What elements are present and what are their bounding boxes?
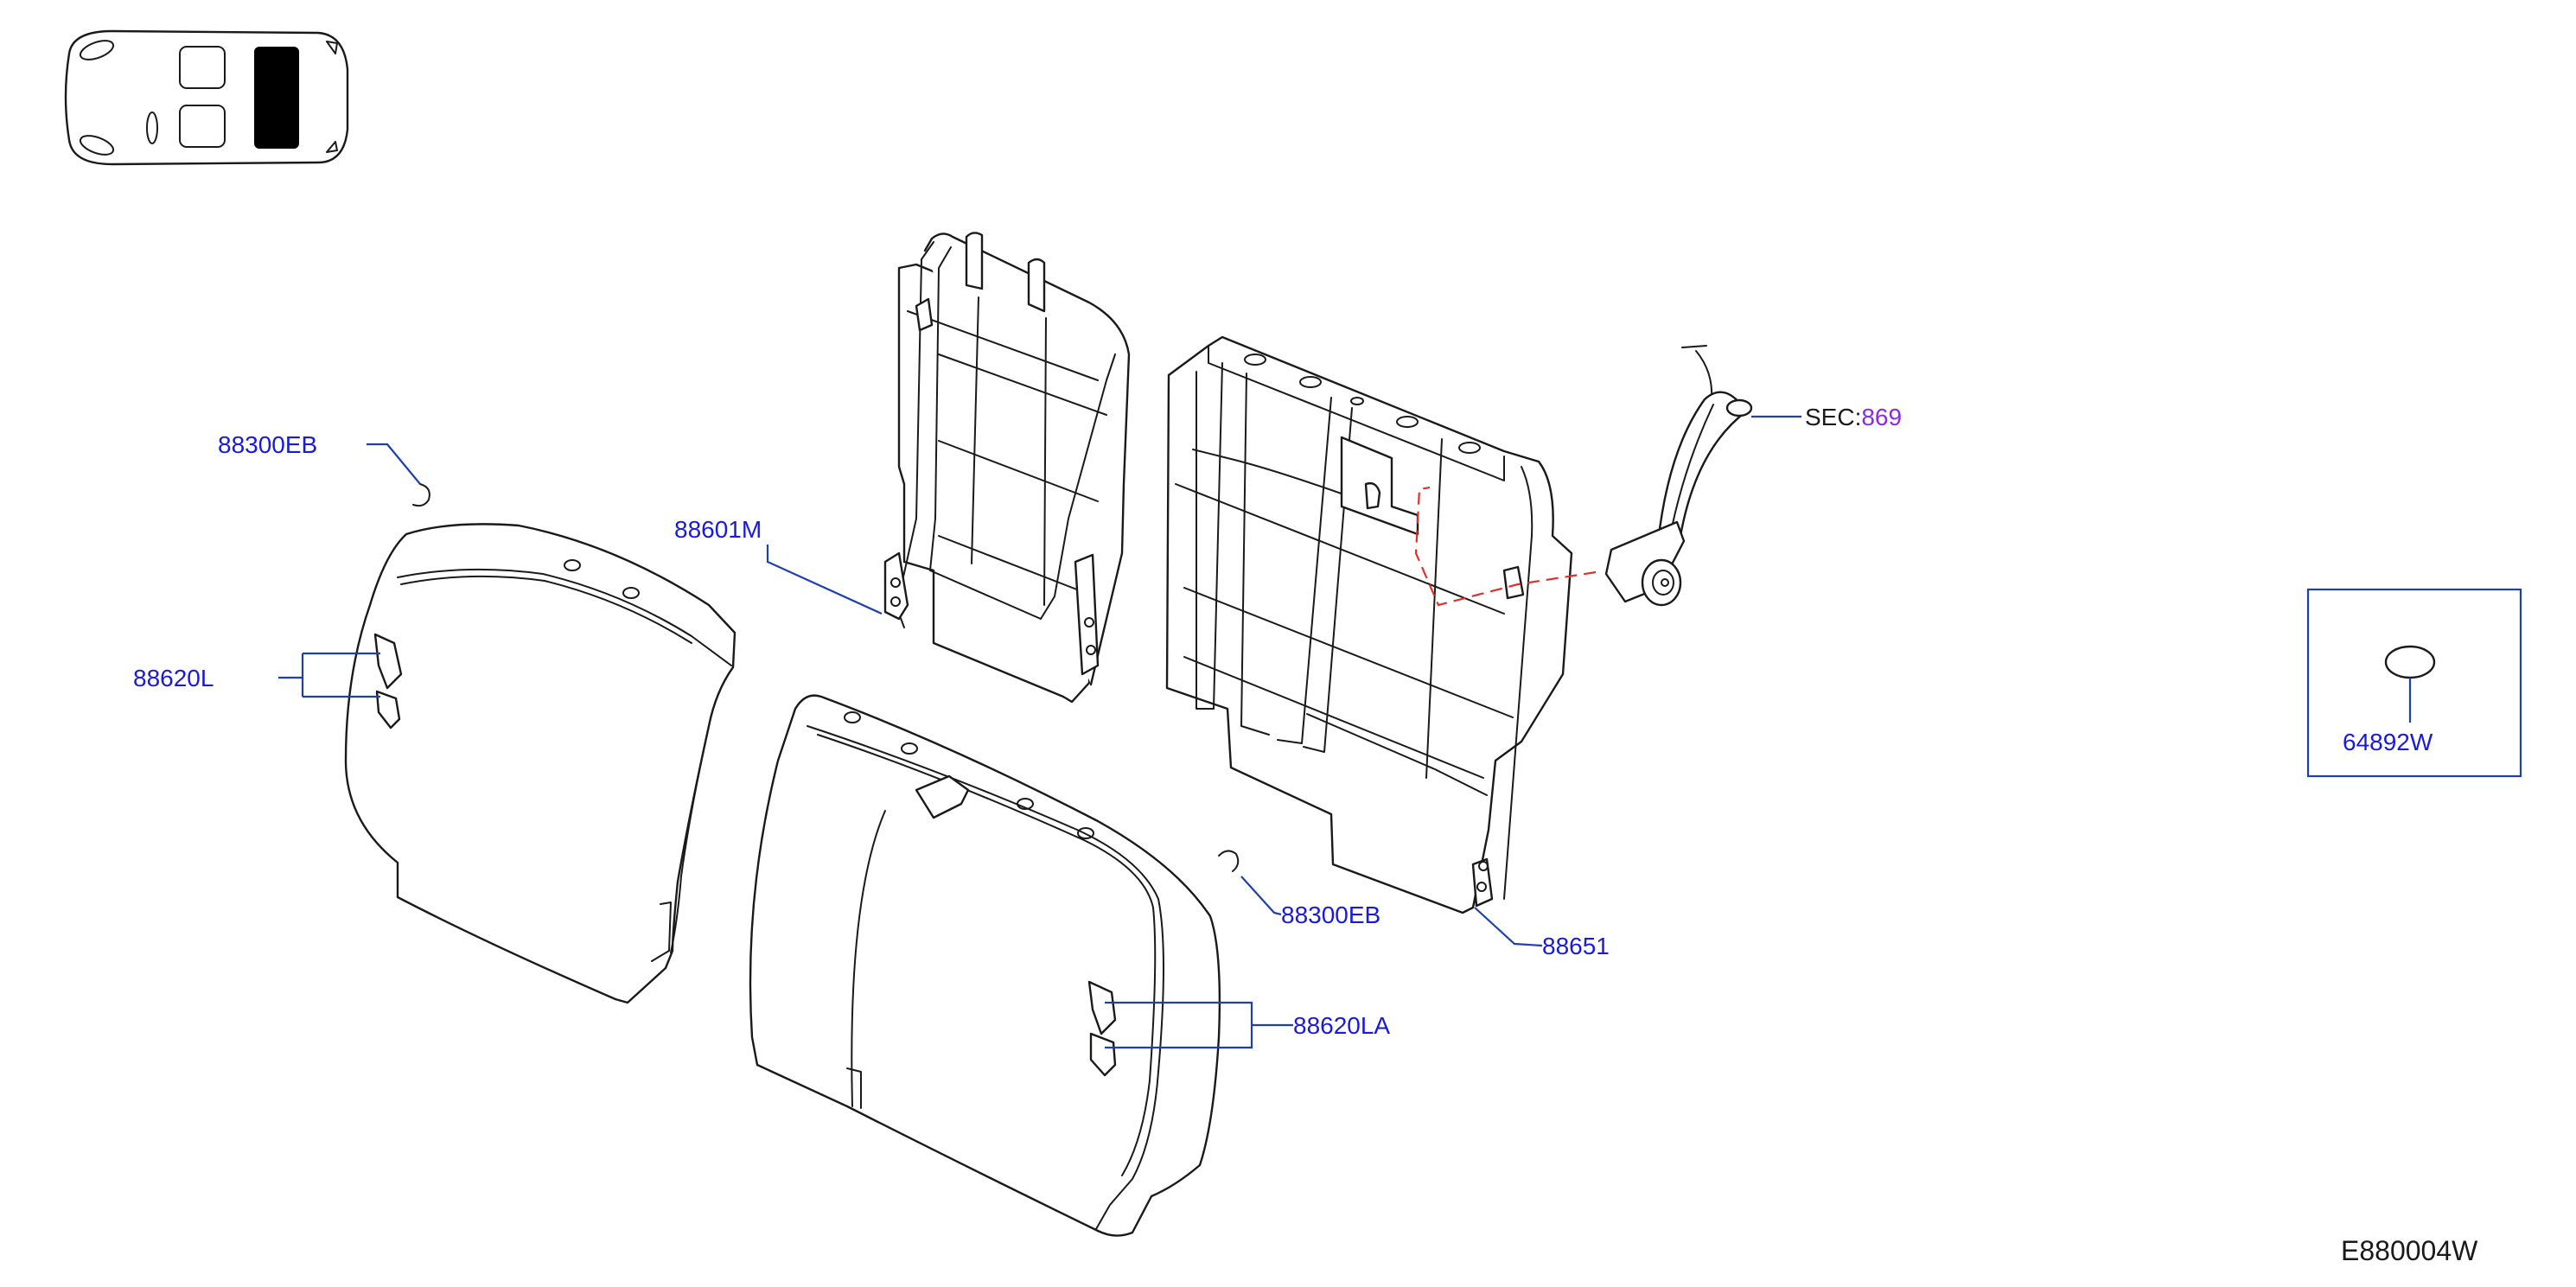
callout-88651[interactable]: 88651	[1542, 933, 1610, 959]
seat-belt-retractor	[1604, 345, 1753, 607]
clip-left	[412, 483, 430, 507]
seatback-cover-left	[344, 523, 736, 1004]
grommet-icon	[2384, 645, 2436, 679]
callout-88300eb-right[interactable]: 88300EB	[1281, 902, 1380, 928]
callout-88601m[interactable]: 88601M	[674, 516, 762, 543]
figure-code: E880004W	[2341, 1235, 2478, 1266]
section-reference[interactable]: SEC:869	[1805, 404, 1902, 430]
hidden-line-link	[1414, 486, 1597, 607]
seatback-cover-right	[749, 694, 1221, 1237]
car-top-view-icon	[64, 29, 349, 166]
seatback-frame	[883, 232, 1131, 704]
leader-lines	[278, 415, 1801, 1049]
callout-88300eb-left[interactable]: 88300EB	[218, 431, 317, 458]
highlighted-rear-seat	[254, 47, 299, 149]
section-prefix: SEC:	[1805, 404, 1861, 430]
callout-88620la[interactable]: 88620LA	[1293, 1012, 1390, 1039]
grommet-detail-box	[2306, 588, 2522, 778]
callout-64892w[interactable]: 64892W	[2343, 729, 2433, 755]
clip-right	[1218, 850, 1240, 872]
seatback-board	[1165, 335, 1573, 914]
section-number[interactable]: 869	[1861, 404, 1902, 430]
callout-88620l[interactable]: 88620L	[133, 665, 214, 691]
